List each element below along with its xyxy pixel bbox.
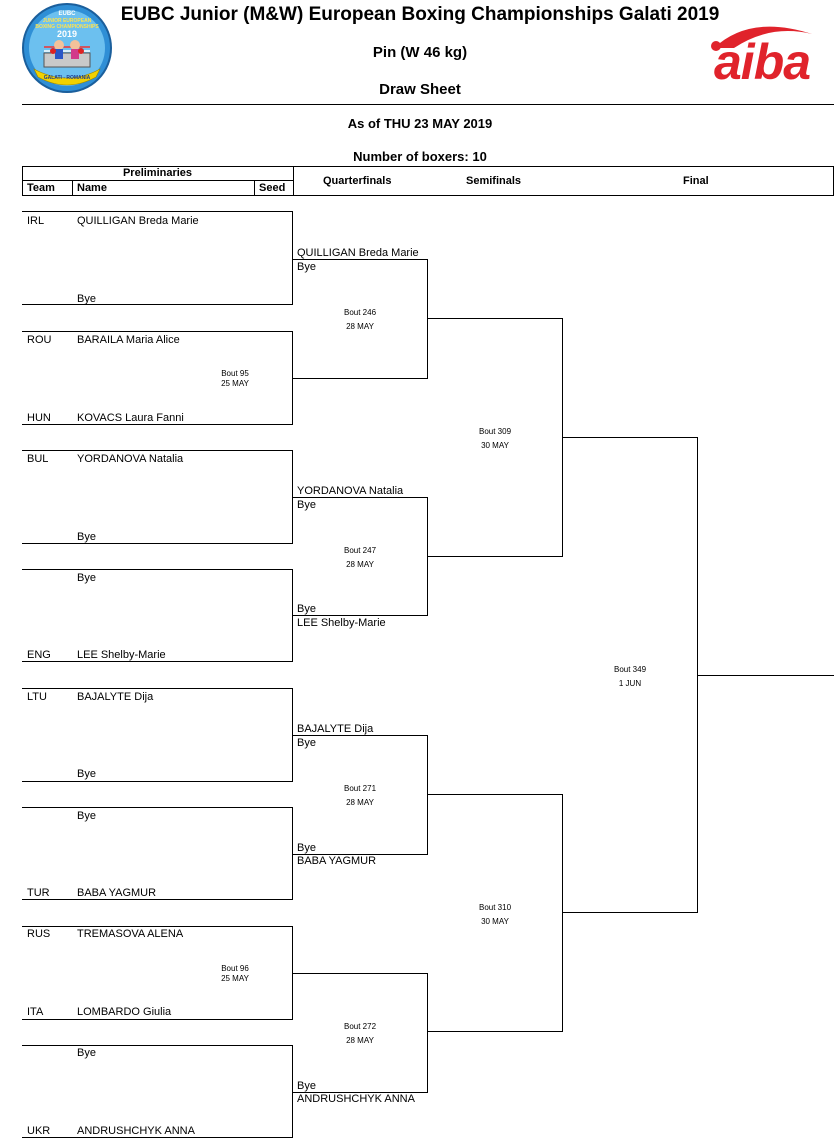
logo-line3: BOXING CHAMPIONSHIPS xyxy=(35,24,99,30)
header-final: Final xyxy=(683,175,709,187)
entry-name: YORDANOVA Natalia xyxy=(77,453,184,465)
qf-name: BAJALYTE Dija xyxy=(297,723,374,735)
entry-team: RUS xyxy=(27,928,51,940)
qf-sub: Bye xyxy=(297,1080,316,1092)
entry-name: LEE Shelby-Marie xyxy=(77,649,166,661)
entry-name: LOMBARDO Giulia xyxy=(77,1006,172,1018)
bout-number: Bout 96 xyxy=(221,964,249,973)
sheet-type: Draw Sheet xyxy=(379,81,461,98)
entry-team: ROU xyxy=(27,334,52,346)
qf-sub: Bye xyxy=(297,603,316,615)
bout-date: 30 MAY xyxy=(481,917,509,926)
qf-sub: Bye xyxy=(297,499,316,511)
bout-number: Bout 272 xyxy=(343,1022,377,1031)
bout-number: Bout 95 xyxy=(221,369,249,378)
entry-name: BABA YAGMUR xyxy=(77,887,157,899)
entry-team: BUL xyxy=(27,453,49,465)
aiba-logo: aiba xyxy=(700,18,818,90)
bout-number: Bout 271 xyxy=(343,784,377,793)
entry-team: LTU xyxy=(27,691,47,703)
logo-line2: JUNIOR EUROPEAN xyxy=(42,18,92,24)
logo-year: 2019 xyxy=(56,29,78,39)
bout-number: Bout 310 xyxy=(478,903,512,912)
entry-name: TREMASOVA ALENA xyxy=(77,928,184,940)
qf-name: ANDRUSHCHYK ANNA xyxy=(297,1093,415,1105)
entry-name: Bye xyxy=(77,768,96,780)
column-header xyxy=(22,166,834,196)
as-of-date: As of THU 23 MAY 2019 xyxy=(347,116,493,131)
entry-name: BARAILA Maria Alice xyxy=(77,334,180,346)
bout-date: 1 JUN xyxy=(618,679,642,688)
header-divider xyxy=(22,104,834,105)
bout-date: 28 MAY xyxy=(346,322,374,331)
header-name: Name xyxy=(77,182,107,194)
entry-name: KOVACS Laura Fanni xyxy=(77,412,184,424)
qf-name: LEE Shelby-Marie xyxy=(297,617,386,629)
entry-name: Bye xyxy=(77,531,96,543)
logo-line1: EUBC xyxy=(58,11,76,17)
bout-date: 28 MAY xyxy=(346,1036,374,1045)
entry-team: IRL xyxy=(27,215,45,227)
entry-team: UKR xyxy=(27,1125,51,1137)
header-preliminaries: Preliminaries xyxy=(122,167,193,179)
qf-sub: Bye xyxy=(297,842,316,854)
bout-date: 30 MAY xyxy=(481,441,509,450)
entry-name: BAJALYTE Dija xyxy=(77,691,154,703)
bout-number: Bout 246 xyxy=(343,308,377,317)
qf-name: QUILLIGAN Breda Marie xyxy=(297,247,419,259)
entry-name: ANDRUSHCHYK ANNA xyxy=(77,1125,195,1137)
event-logo: EUBC JUNIOR EUROPEAN BOXING CHAMPIONSHIP… xyxy=(22,3,112,93)
aiba-logo-text: aiba xyxy=(714,34,811,90)
logo-banner: GALATI - ROMANIA xyxy=(43,75,91,81)
bout-number: Bout 349 xyxy=(613,665,647,674)
bout-date: 28 MAY xyxy=(346,798,374,807)
qf-name: YORDANOVA Natalia xyxy=(297,485,404,497)
header-semifinals: Semifinals xyxy=(466,175,522,187)
boxer-count: Number of boxers: 10 xyxy=(353,149,487,164)
qf-sub: Bye xyxy=(297,737,316,749)
bout-number: Bout 247 xyxy=(343,546,377,555)
entry-team: HUN xyxy=(27,412,51,424)
header-team: Team xyxy=(27,182,55,194)
page-title: EUBC Junior (M&W) European Boxing Champi… xyxy=(120,4,720,25)
bout-number: Bout 309 xyxy=(478,427,512,436)
bout-date: 28 MAY xyxy=(346,560,374,569)
bout-date: 25 MAY xyxy=(221,974,249,983)
entry-team: TUR xyxy=(27,887,50,899)
header-quarterfinals: Quarterfinals xyxy=(323,175,392,187)
entry-name: Bye xyxy=(77,572,96,584)
bout-date: 25 MAY xyxy=(221,379,249,388)
entry-name: QUILLIGAN Breda Marie xyxy=(77,215,199,227)
header-seed: Seed xyxy=(259,182,286,194)
entry-team: ENG xyxy=(27,649,51,661)
entry-name: Bye xyxy=(77,1047,96,1059)
weight-class: Pin (W 46 kg) xyxy=(372,44,468,61)
entry-name: Bye xyxy=(77,810,96,822)
entry-name: Bye xyxy=(77,293,96,305)
qf-name: BABA YAGMUR xyxy=(297,855,377,867)
qf-sub: Bye xyxy=(297,261,316,273)
entry-team: ITA xyxy=(27,1006,44,1018)
